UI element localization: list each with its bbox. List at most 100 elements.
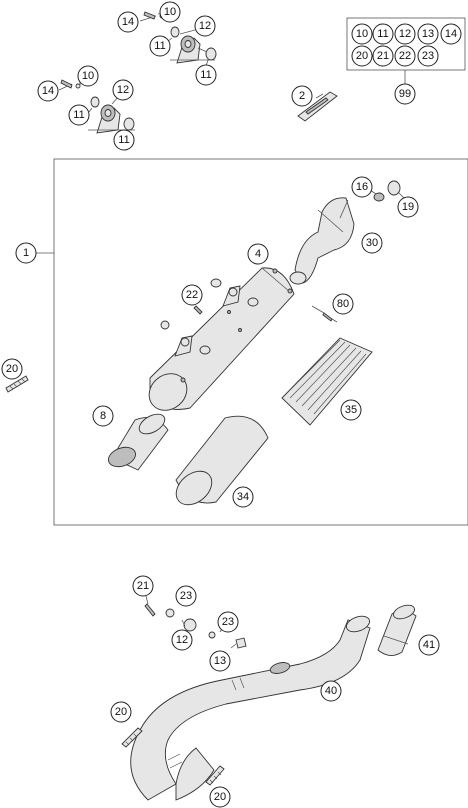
callout-22: 22 (181, 284, 203, 306)
svg-text:12: 12 (399, 28, 411, 40)
part-16-19-cap (369, 180, 405, 202)
svg-text:34: 34 (237, 491, 249, 503)
callout-35: 35 (340, 399, 362, 421)
callout-14-top: 14 (117, 11, 139, 33)
svg-text:20: 20 (214, 791, 226, 803)
svg-text:35: 35 (345, 404, 357, 416)
part-20-spring-left (5, 375, 29, 393)
svg-text:8: 8 (100, 410, 106, 422)
svg-text:22: 22 (399, 50, 411, 62)
callout-kit-12: 12 (394, 23, 416, 45)
svg-text:11: 11 (118, 134, 129, 146)
part-41-outlet-sleeve (377, 604, 417, 656)
upper-mount-bracket-assembly (139, 11, 217, 67)
svg-text:11: 11 (200, 69, 211, 81)
svg-text:20: 20 (356, 50, 368, 62)
callout-14-mid: 14 (37, 80, 59, 102)
svg-text:10: 10 (82, 70, 94, 82)
part-2-guard (297, 91, 338, 122)
callout-kit-21: 21 (372, 45, 394, 67)
callout-11-top-right: 11 (195, 64, 217, 86)
svg-text:11: 11 (377, 28, 388, 40)
callout-kit-14: 14 (440, 23, 462, 45)
callout-4: 4 (247, 243, 269, 265)
callout-23-upper: 23 (175, 585, 197, 607)
silencer-group-frame (53, 158, 468, 526)
callout-kit-11: 11 (372, 23, 394, 45)
callout-kit-20: 20 (351, 45, 373, 67)
callout-12-lower: 12 (171, 629, 193, 651)
svg-text:12: 12 (117, 84, 129, 96)
svg-text:22: 22 (186, 289, 198, 301)
svg-text:30: 30 (366, 237, 378, 249)
callout-kit-13: 13 (417, 23, 439, 45)
part-8-end-cap (108, 413, 169, 471)
callout-1: 1 (15, 242, 37, 264)
svg-text:1: 1 (23, 247, 29, 259)
svg-text:99: 99 (399, 88, 411, 100)
lower-mount-bracket-assembly (58, 79, 135, 135)
part-35-insulation-mat (281, 337, 373, 426)
part-20-spring-lower-left (121, 727, 143, 748)
callout-12-mid: 12 (112, 79, 134, 101)
svg-text:4: 4 (255, 248, 261, 260)
callout-8: 8 (92, 405, 114, 427)
callout-kit-10: 10 (351, 23, 373, 45)
svg-text:11: 11 (73, 109, 84, 121)
svg-text:14: 14 (42, 85, 54, 97)
callout-21: 21 (132, 575, 154, 597)
callout-kit-22: 22 (394, 45, 416, 67)
part-4-silencer-body (148, 267, 295, 411)
callout-99: 99 (394, 83, 416, 105)
svg-text:2: 2 (299, 90, 305, 102)
callout-kit-23: 23 (417, 45, 439, 67)
svg-text:23: 23 (222, 616, 234, 628)
svg-text:13: 13 (214, 655, 226, 667)
svg-text:23: 23 (180, 590, 192, 602)
svg-text:20: 20 (6, 363, 18, 375)
callout-13: 13 (209, 650, 231, 672)
callout-30: 30 (361, 232, 383, 254)
part-22-screw (193, 305, 203, 315)
silencer-mount-brackets (160, 278, 259, 357)
callout-20-lower-right: 20 (209, 786, 231, 808)
svg-text:21: 21 (137, 580, 149, 592)
svg-text:19: 19 (402, 201, 414, 213)
part-20-spring-lower-right (205, 765, 225, 786)
callout-20-lower-left: 20 (110, 701, 132, 723)
callout-41: 41 (418, 634, 440, 656)
callout-11-mid-right: 11 (113, 129, 135, 151)
kit-box (346, 17, 466, 71)
svg-text:13: 13 (422, 28, 434, 40)
svg-text:41: 41 (423, 639, 435, 651)
part-30-outlet-pipe (289, 197, 355, 285)
header-mount-hardware (144, 595, 247, 649)
part-34-silencer-shell (175, 415, 269, 506)
callout-10-top: 10 (159, 1, 181, 23)
svg-text:80: 80 (337, 298, 349, 310)
svg-text:14: 14 (122, 16, 134, 28)
callout-80: 80 (332, 293, 354, 315)
svg-text:12: 12 (199, 20, 211, 32)
callout-10-mid: 10 (77, 65, 99, 87)
svg-text:21: 21 (377, 50, 389, 62)
part-40-header-pipe (130, 615, 371, 801)
svg-text:40: 40 (325, 685, 337, 697)
svg-text:10: 10 (356, 28, 368, 40)
svg-text:23: 23 (422, 50, 434, 62)
callout-40: 40 (320, 680, 342, 702)
callout-23-lower: 23 (217, 611, 239, 633)
part-80-screw (311, 305, 338, 323)
callout-16: 16 (351, 176, 373, 198)
callout-11-top-left: 11 (149, 35, 171, 57)
svg-text:14: 14 (445, 28, 457, 40)
callout-19: 19 (397, 196, 419, 218)
callout-2: 2 (291, 85, 313, 107)
svg-text:12: 12 (176, 634, 188, 646)
callout-12-top: 12 (194, 15, 216, 37)
callout-20-left: 20 (1, 358, 23, 380)
callout-34: 34 (232, 486, 254, 508)
svg-text:20: 20 (115, 706, 127, 718)
svg-text:10: 10 (164, 6, 176, 18)
